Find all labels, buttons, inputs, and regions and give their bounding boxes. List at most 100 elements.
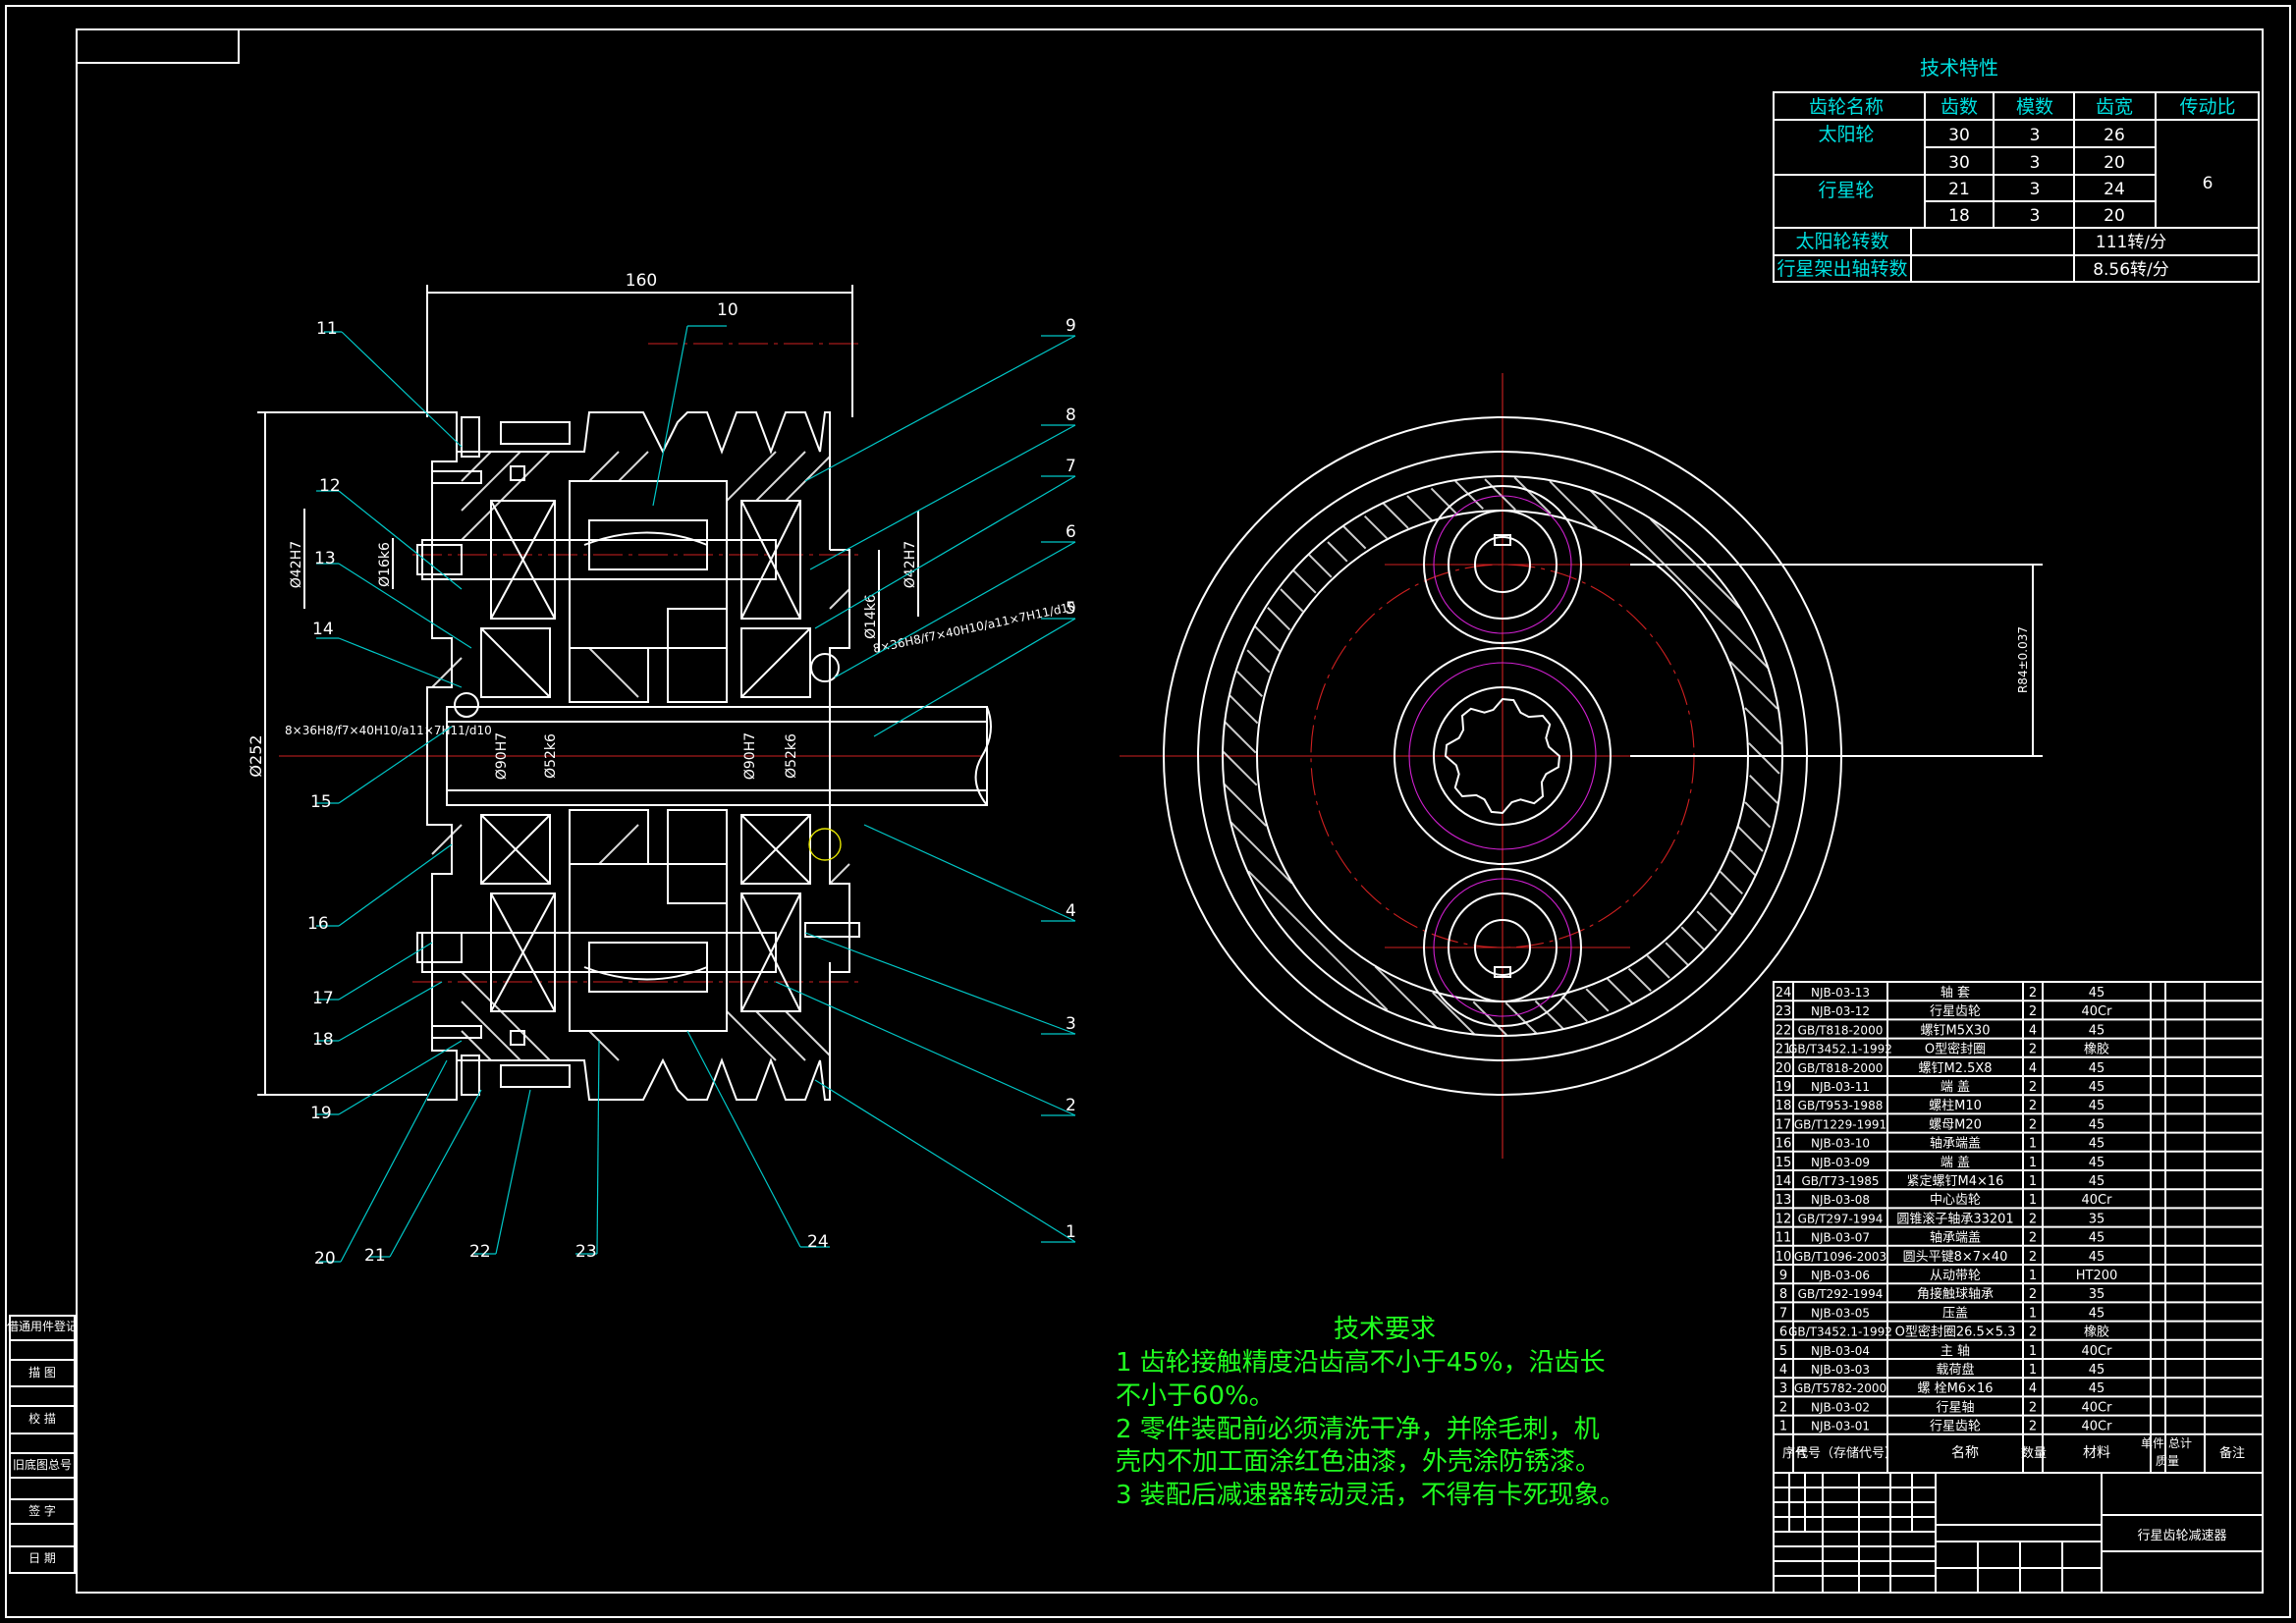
dim-14k6: Ø14k6 [863, 594, 879, 639]
bom-cell-21-1: GB/T5782-2000 [1794, 1381, 1886, 1395]
side-stamp-0: 借通用件登记 [7, 1319, 78, 1333]
bom-cell-11-2: 中心齿轮 [1930, 1193, 1981, 1208]
bom-cell-10-0: 14 [1776, 1174, 1792, 1189]
bom-cell-12-0: 12 [1776, 1212, 1792, 1226]
dim-52k6-a: Ø52k6 [543, 733, 559, 779]
bom-cell-11-3: 1 [2029, 1193, 2037, 1208]
bom-cell-4-3: 4 [2029, 1061, 2037, 1076]
balloon-18: 18 [312, 1030, 334, 1050]
balloon-3: 3 [1066, 1014, 1076, 1034]
sun-gear-label: 太阳轮 [1818, 124, 1874, 145]
tech-cell-1-0: 30 [1948, 153, 1970, 173]
tech-cell-2-1: 3 [2030, 180, 2041, 199]
bom-cell-2-4: 45 [2089, 1023, 2105, 1038]
balloon-7: 7 [1066, 457, 1076, 476]
bom-cell-17-0: 7 [1779, 1306, 1787, 1321]
bom-h-weight: 质量 [2156, 1454, 2179, 1468]
bom-cell-14-0: 10 [1776, 1250, 1792, 1265]
bom-cell-0-2: 轴 套 [1941, 985, 1970, 1001]
requirement-line-1: 1 齿轮接触精度沿齿高不小于45%，沿齿长 [1116, 1348, 1606, 1378]
tech-cell-3-1: 3 [2030, 206, 2041, 226]
bom-cell-10-1: GB/T73-1985 [1801, 1174, 1879, 1188]
tech-char-title: 技术特性 [1920, 56, 1998, 80]
th-ratio: 传动比 [2179, 96, 2235, 118]
balloon-1: 1 [1066, 1222, 1076, 1242]
bom-h-name: 名称 [1951, 1445, 1979, 1461]
tech-requirements: 技术要求 1 齿轮接触精度沿齿高不小于45%，沿齿长 不小于60%。 2 零件装… [1116, 1315, 1625, 1510]
bom-cell-18-0: 6 [1779, 1325, 1787, 1340]
bom-cell-16-4: 35 [2089, 1287, 2105, 1302]
bom-cell-1-2: 行星齿轮 [1930, 1004, 1981, 1019]
requirement-line-3: 2 零件装配前必须清洗干净，并除毛刺，机 [1116, 1415, 1600, 1444]
bom-cell-19-2: 主 轴 [1941, 1344, 1970, 1359]
bom-cell-3-1: GB/T3452.1-1992 [1788, 1043, 1892, 1056]
balloon-4: 4 [1066, 901, 1076, 921]
side-stamp-3: 旧底图总号 [13, 1457, 72, 1472]
bom-cell-19-0: 5 [1779, 1344, 1787, 1359]
bom-cell-18-3: 2 [2029, 1325, 2037, 1340]
bom-cell-2-3: 4 [2029, 1023, 2037, 1038]
spline-right: 8×36H8/f7×40H10/a11×7H11/d10 [872, 599, 1077, 656]
dim-42h7-right: Ø42H7 [902, 541, 918, 588]
bom-cell-14-2: 圆头平键8×7×40 [1903, 1250, 2008, 1265]
ratio-value: 6 [2203, 174, 2214, 193]
bom-h-unit: 单件 [2141, 1436, 2164, 1450]
bom-cell-13-2: 轴承端盖 [1930, 1231, 1981, 1246]
bom-cell-7-3: 2 [2029, 1117, 2037, 1132]
bom-cell-5-0: 19 [1776, 1080, 1792, 1095]
balloon-12: 12 [319, 476, 341, 496]
spline-left: 8×36H8/f7×40H10/a11×7H11/d10 [285, 724, 492, 737]
tech-cell-0-1: 3 [2030, 126, 2041, 145]
balloon-6: 6 [1066, 522, 1076, 542]
bom-h-code: 代号（存储代号） [1795, 1446, 1897, 1461]
bom-cell-12-1: GB/T297-1994 [1798, 1212, 1884, 1225]
carrier-speed-value: 8.56转/分 [2093, 260, 2169, 280]
drawing-frame [5, 5, 2291, 1618]
bom-cell-5-2: 端 盖 [1941, 1080, 1970, 1095]
bom-cell-13-1: NJB-03-07 [1811, 1231, 1870, 1245]
bom-cell-19-4: 40Cr [2082, 1344, 2113, 1359]
side-stamp-2: 校 描 [28, 1411, 56, 1426]
bom-cell-18-2: O型密封圈26.5×5.3 [1895, 1325, 2016, 1340]
bom-cell-14-3: 2 [2029, 1250, 2037, 1265]
bom-cell-12-2: 圆锥滚子轴承33201 [1896, 1211, 2013, 1226]
balloon-24: 24 [807, 1232, 829, 1252]
bom-h-total: 总计 [2168, 1436, 2192, 1450]
bom-cell-3-3: 2 [2029, 1043, 2037, 1057]
bom-cell-23-0: 1 [1779, 1420, 1787, 1434]
bom-cell-13-0: 11 [1776, 1231, 1792, 1246]
balloon-9: 9 [1066, 316, 1076, 336]
bom-cell-10-2: 紧定螺钉M4×16 [1907, 1174, 2004, 1189]
bom-cell-16-3: 2 [2029, 1287, 2037, 1302]
bom-cell-2-0: 22 [1776, 1023, 1792, 1038]
bom-cell-3-0: 21 [1776, 1043, 1792, 1057]
bom-cell-22-1: NJB-03-02 [1811, 1400, 1870, 1414]
bom-cell-16-1: GB/T292-1994 [1798, 1287, 1884, 1301]
bom-cell-2-1: GB/T818-2000 [1798, 1023, 1884, 1037]
dim-160: 160 [626, 271, 657, 291]
tech-cell-3-2: 20 [2104, 206, 2125, 226]
bom-cell-8-2: 轴承端盖 [1930, 1137, 1981, 1152]
bom-cell-6-4: 45 [2089, 1099, 2105, 1113]
bom-cell-1-0: 23 [1776, 1004, 1792, 1019]
bom-cell-4-2: 螺钉M2.5X8 [1918, 1061, 1992, 1076]
balloon-11: 11 [316, 319, 338, 339]
bom-cell-15-4: HT200 [2076, 1269, 2118, 1283]
bom-cell-18-4: 橡胶 [2084, 1325, 2109, 1340]
bom-cell-23-1: NJB-03-01 [1811, 1420, 1870, 1434]
bom-cell-6-3: 2 [2029, 1099, 2037, 1113]
bom-cell-9-0: 15 [1776, 1156, 1792, 1170]
th-module: 模数 [2016, 96, 2053, 118]
bom-cell-0-0: 24 [1776, 986, 1792, 1001]
bom-cell-0-3: 2 [2029, 986, 2037, 1001]
bom-cell-9-4: 45 [2089, 1156, 2105, 1170]
bom-cell-1-3: 2 [2029, 1004, 2037, 1019]
side-stamp-1: 描 图 [28, 1366, 56, 1380]
bom-cell-3-4: 橡胶 [2084, 1042, 2109, 1057]
side-stamp-4: 签 字 [28, 1503, 56, 1518]
tech-cell-3-0: 18 [1948, 206, 1970, 226]
bom-cell-4-1: GB/T818-2000 [1798, 1061, 1884, 1075]
requirement-line-4: 壳内不加工面涂红色油漆，外壳涂防锈漆。 [1116, 1447, 1601, 1477]
sun-speed-label: 太阳轮转数 [1795, 231, 1888, 252]
tech-cell-2-2: 24 [2104, 180, 2125, 199]
